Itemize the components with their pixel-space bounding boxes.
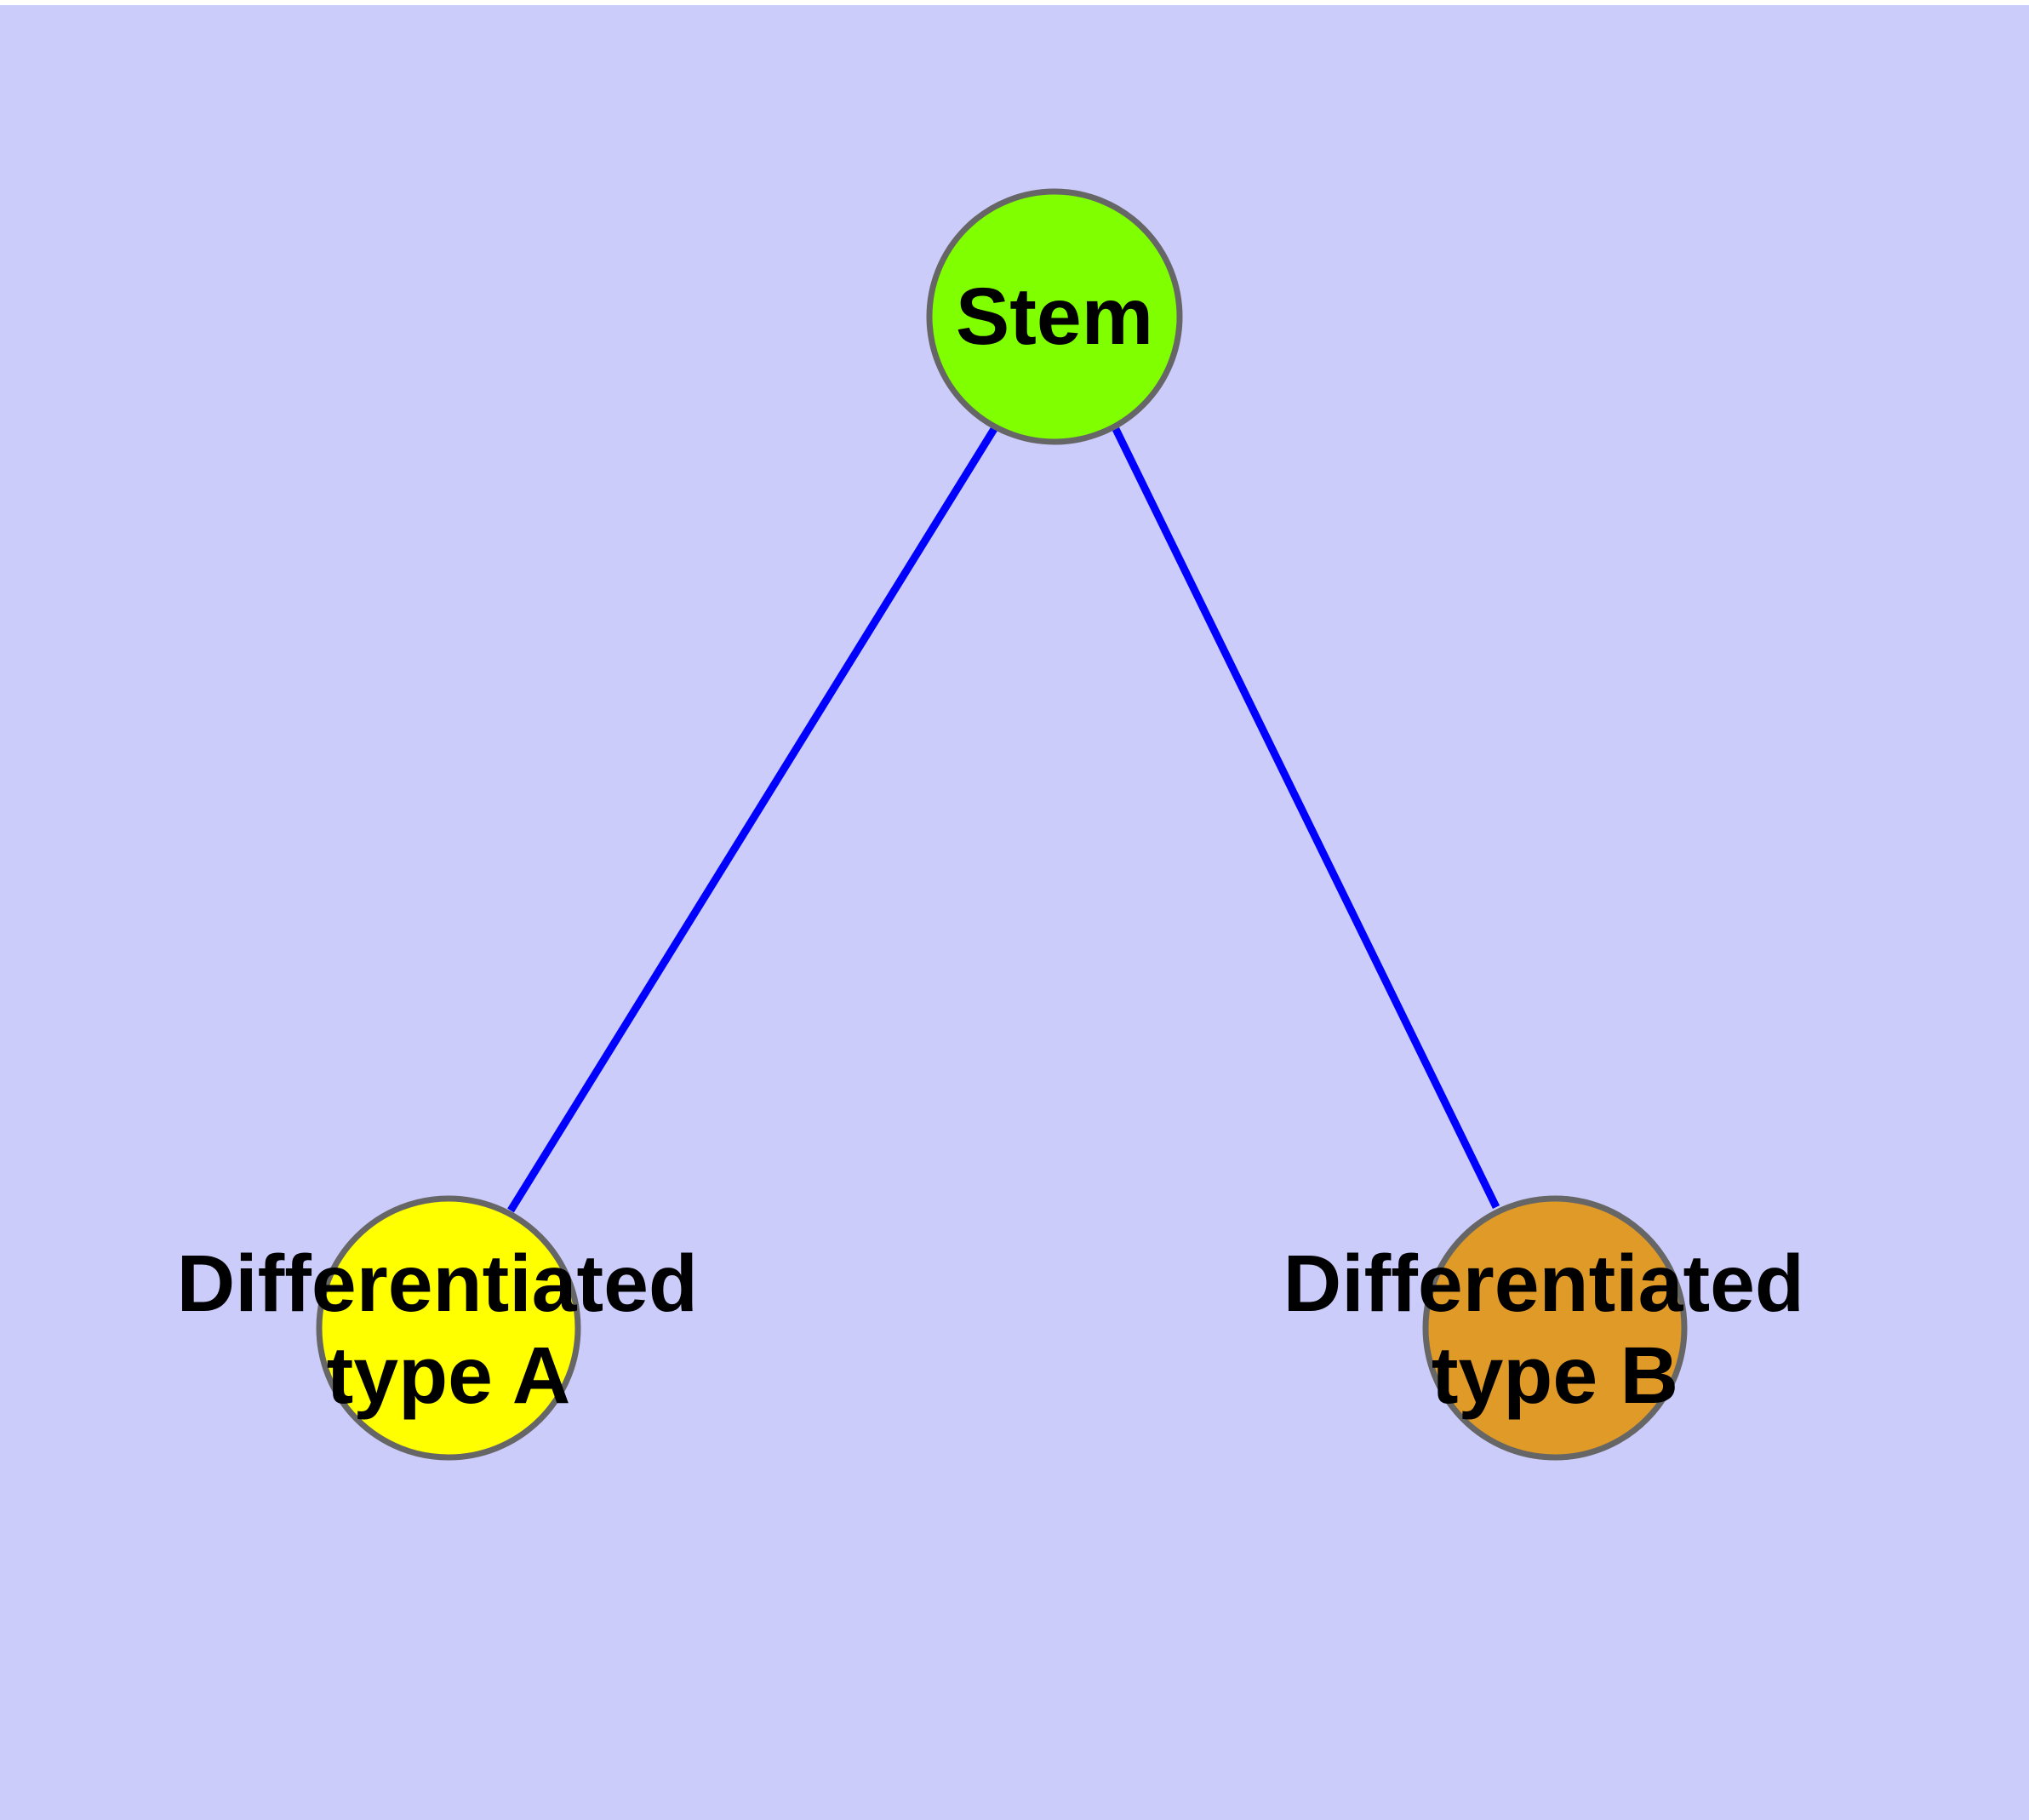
edge-stem-diff-a[interactable]: [507, 426, 997, 1213]
node-diff-a-label-line-1: Differentiated: [177, 1239, 698, 1329]
node-stem-label: Stem: [956, 272, 1153, 362]
node-layer: Stem Differentiated type A Differentiate…: [177, 188, 1827, 1461]
node-stem[interactable]: Stem: [926, 188, 1183, 445]
node-diff-b-label-line-1: Differentiated: [1283, 1239, 1804, 1329]
node-diff-a[interactable]: Differentiated type A: [177, 1195, 721, 1461]
node-diff-b-label: Differentiated type B: [1283, 1239, 1827, 1421]
edge-layer: [507, 426, 1500, 1213]
node-diff-a-circle[interactable]: [316, 1195, 581, 1461]
node-diff-a-label-line-2: type A: [327, 1331, 571, 1421]
edge-stem-diff-b[interactable]: [1112, 427, 1500, 1209]
node-diff-b-circle[interactable]: [1422, 1195, 1688, 1461]
node-stem-label-line-1: Stem: [956, 272, 1153, 362]
node-diff-b-label-line-2: type B: [1432, 1331, 1678, 1421]
node-diff-b[interactable]: Differentiated type B: [1283, 1195, 1827, 1461]
node-diff-a-label: Differentiated type A: [177, 1239, 721, 1421]
node-stem-circle[interactable]: [926, 188, 1183, 445]
